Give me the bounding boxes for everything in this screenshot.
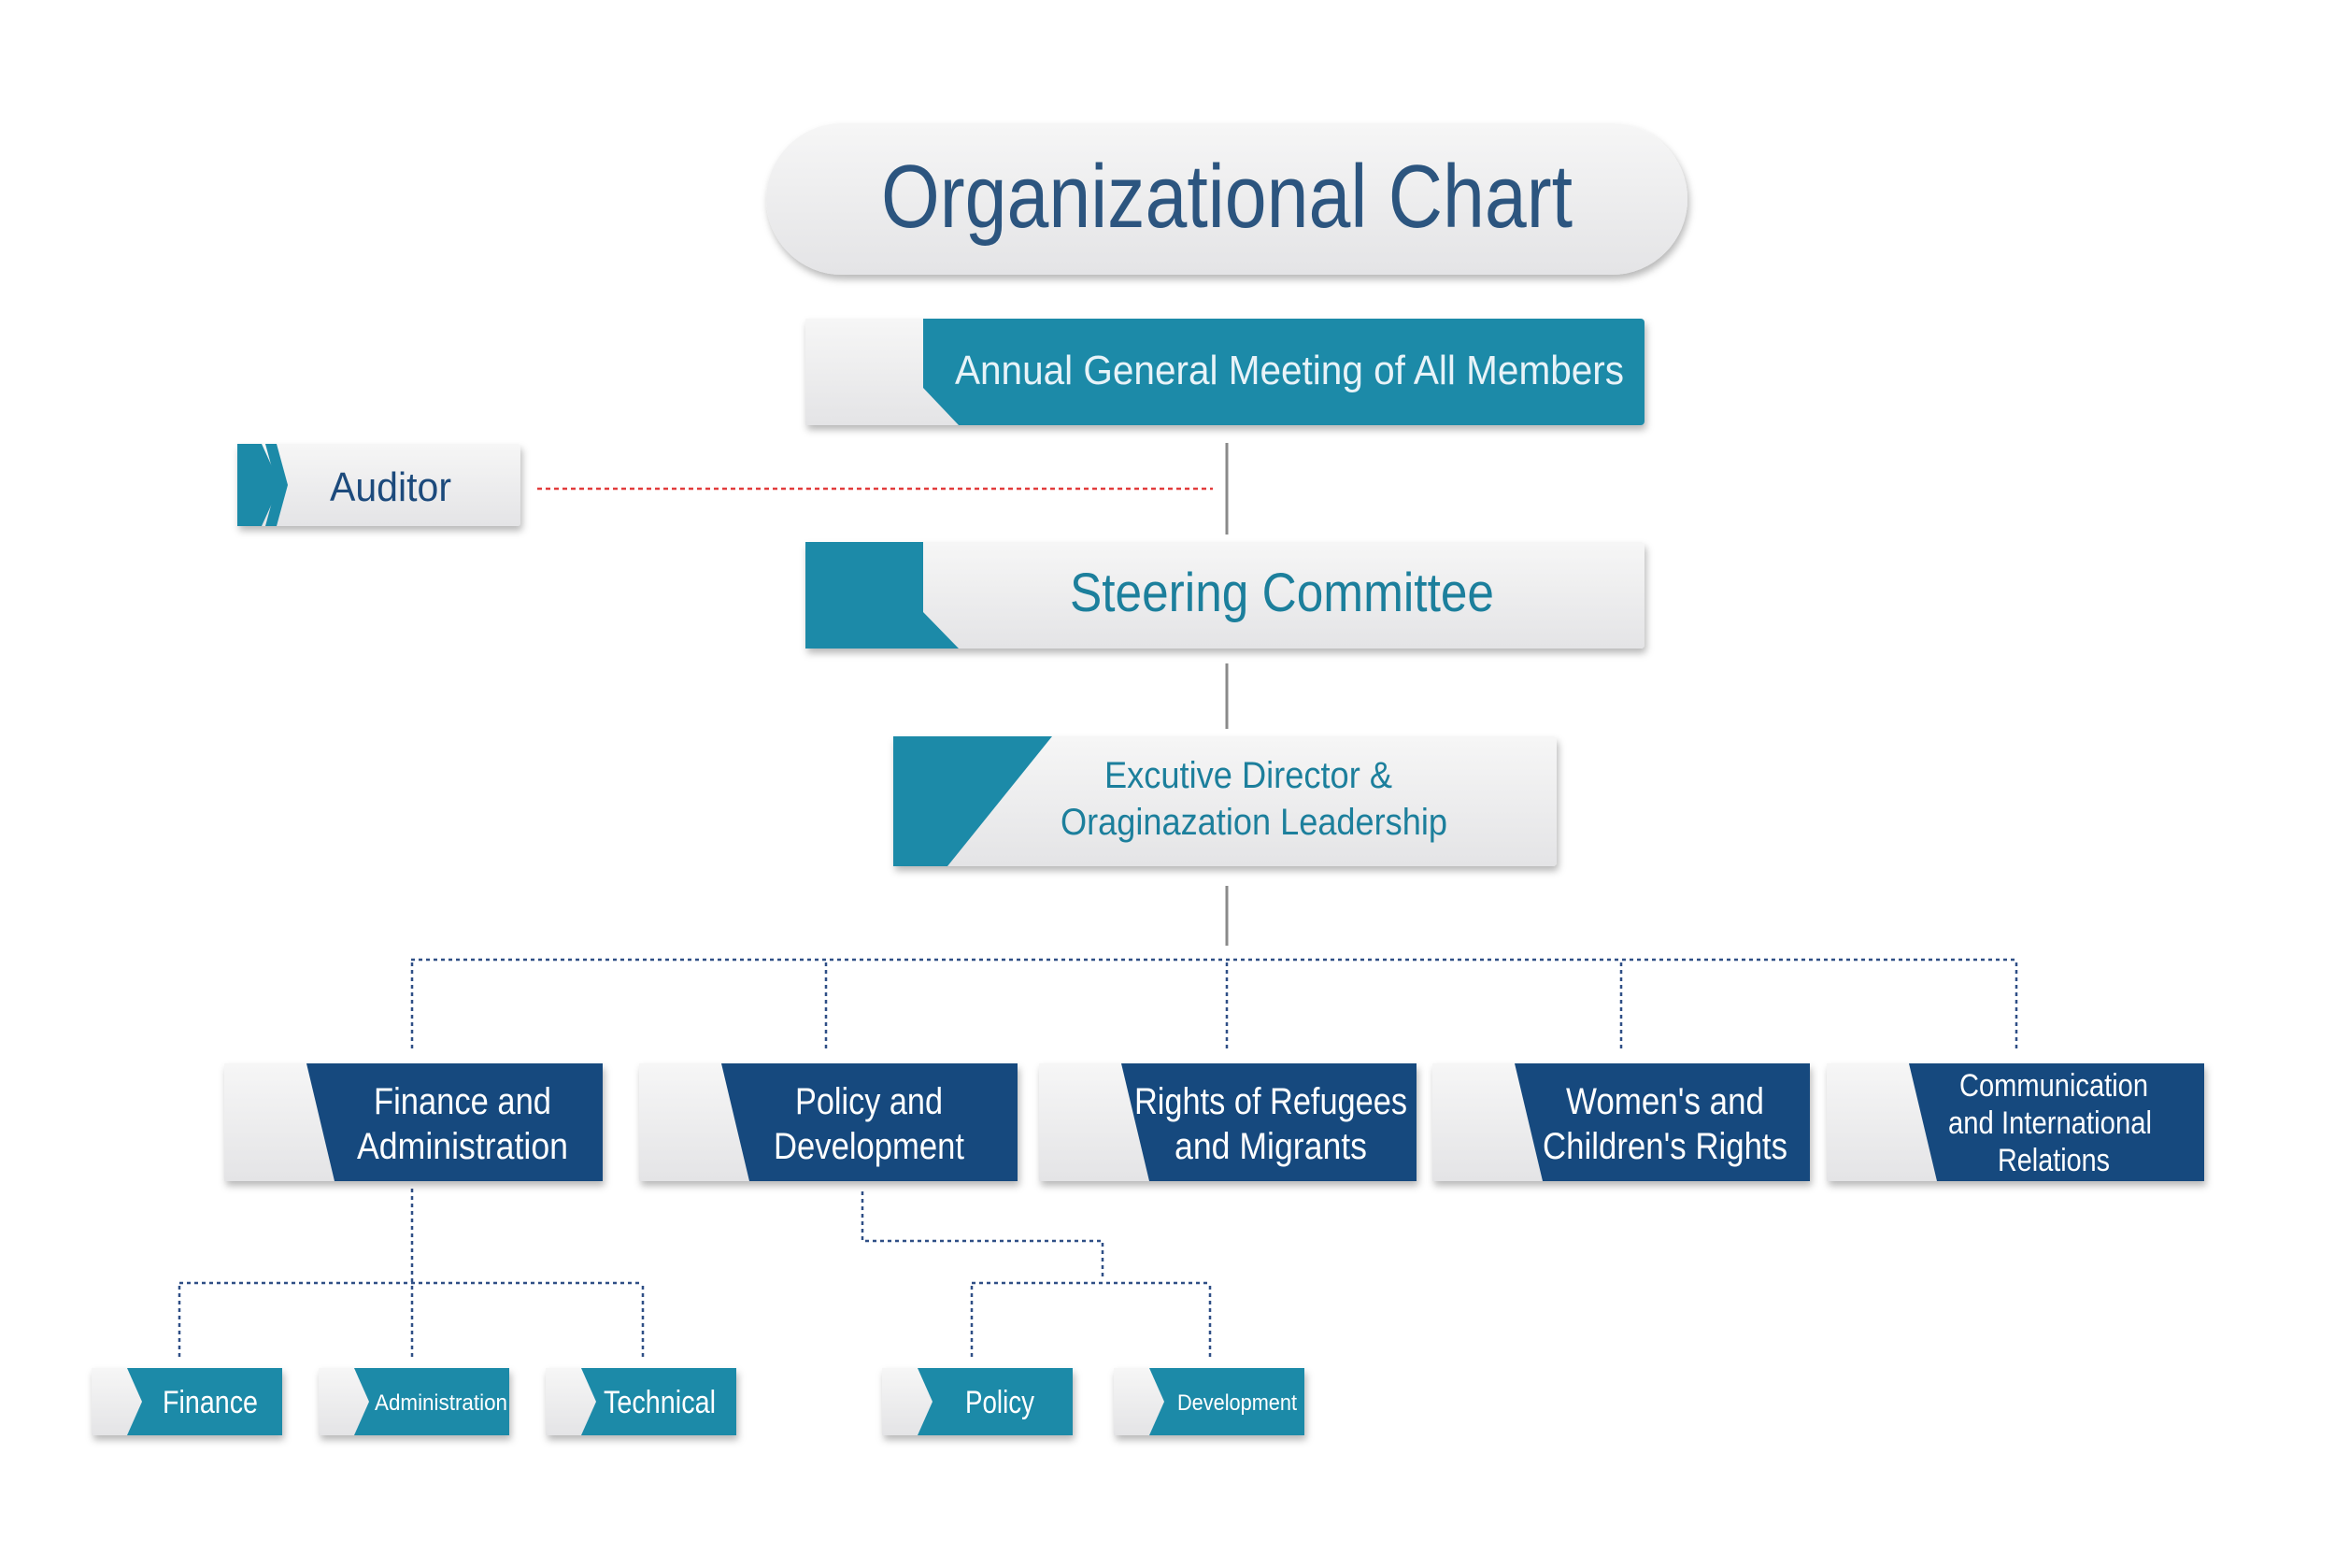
department-refugees-line-2: and Migrants <box>1175 1126 1367 1167</box>
subunit-finance-label: Finance <box>163 1385 258 1420</box>
department-communication: Communication and International Relation… <box>1827 1063 2204 1181</box>
subunit-development-label: Development <box>1177 1390 1297 1416</box>
subunit-finance: Finance <box>92 1368 282 1435</box>
department-finance-admin-line-1: Finance and <box>374 1081 551 1122</box>
department-policy-dev-line-2: Development <box>774 1126 964 1167</box>
department-refugees: Rights of Refugees and Migrants <box>1039 1063 1417 1181</box>
connectors <box>178 443 2018 1357</box>
title-pill: Organizational Chart <box>766 123 1687 275</box>
department-finance-admin: Finance and Administration <box>224 1063 603 1181</box>
executive-node <box>893 736 1557 866</box>
subunit-technical: Technical <box>546 1368 736 1435</box>
steering-label: Steering Committee <box>1070 563 1494 623</box>
subunit-policy-label: Policy <box>965 1385 1034 1420</box>
department-communication-line-3: Relations <box>1998 1143 2110 1178</box>
department-policy-dev-line-1: Policy and <box>795 1081 943 1122</box>
chart-title: Organizational Chart <box>881 147 1573 247</box>
department-women-children-line-2: Children's Rights <box>1543 1126 1787 1167</box>
subunit-administration: Administration <box>319 1368 509 1435</box>
auditor-node <box>237 444 520 526</box>
auditor-label: Auditor <box>330 464 451 510</box>
department-women-children-line-1: Women's and <box>1566 1081 1764 1122</box>
subunit-policy: Policy <box>882 1368 1073 1435</box>
subunit-administration-label: Administration <box>375 1390 507 1416</box>
department-policy-dev: Policy and Development <box>639 1063 1018 1181</box>
agm-label: Annual General Meeting of All Members <box>955 348 1624 393</box>
department-communication-line-2: and International <box>1948 1105 2152 1141</box>
executive-label-line-1: Excutive Director & <box>1104 755 1392 796</box>
department-refugees-line-1: Rights of Refugees <box>1134 1081 1407 1122</box>
subunit-technical-label: Technical <box>604 1385 716 1420</box>
executive-label-line-2: Oraginazation Leadership <box>1061 802 1447 843</box>
agm-node <box>805 319 1644 425</box>
department-women-children: Women's and Children's Rights <box>1432 1063 1810 1181</box>
department-communication-line-1: Communication <box>1959 1068 2148 1104</box>
policy-dev-stem <box>861 1191 1104 1280</box>
subunit-development: Development <box>1114 1368 1304 1435</box>
department-finance-admin-line-2: Administration <box>357 1126 568 1167</box>
steering-node <box>805 542 1644 649</box>
